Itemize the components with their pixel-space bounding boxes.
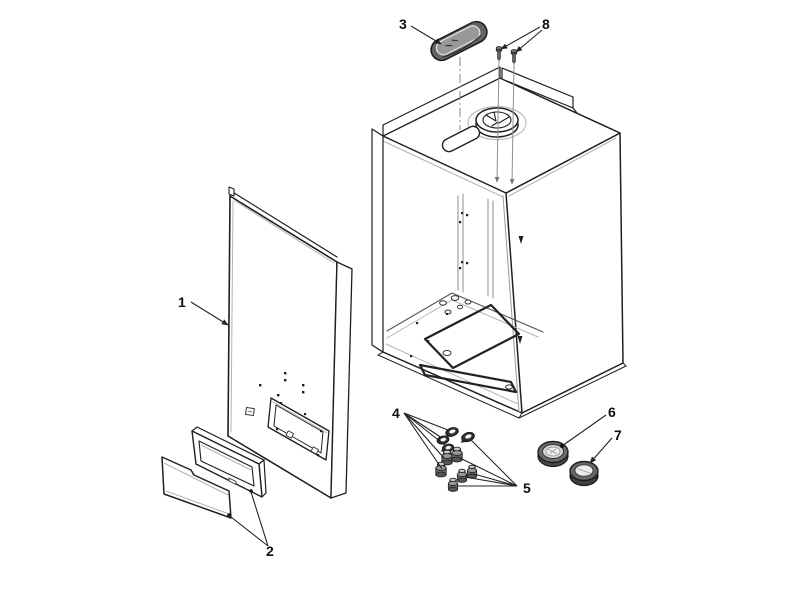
- front-panel-side-return: [330, 261, 353, 499]
- control-flap: [161, 456, 232, 519]
- screw-icon: [495, 46, 503, 62]
- grommet-ring-7: [569, 460, 599, 487]
- back-panel-bend-lines: [457, 193, 494, 299]
- rating-label: [244, 406, 255, 417]
- callout-label-8: 8: [542, 16, 550, 32]
- front-panel-hole-dots: [259, 372, 305, 397]
- grommet-ring-6: [537, 440, 569, 468]
- callout-label-4: 4: [392, 405, 400, 421]
- flue-slot: [441, 125, 481, 153]
- casing-cabinet: [371, 66, 627, 419]
- top-back-left-flange: [382, 66, 501, 137]
- base-platform-upper: [423, 303, 521, 370]
- base-screw-dots: [410, 313, 448, 358]
- assembly-arrow-icon: [517, 236, 524, 344]
- base-pipe-holes: [439, 295, 472, 315]
- callout-label-5: 5: [523, 480, 531, 496]
- flue-cap: [430, 20, 488, 62]
- callout-label-1: 1: [178, 294, 186, 310]
- callout-label-6: 6: [608, 404, 616, 420]
- front-panel: [227, 186, 353, 499]
- leader-lines: [190, 25, 613, 547]
- flue-collar: [467, 105, 527, 141]
- callout-label-3: 3: [399, 16, 407, 32]
- callout-label-7: 7: [614, 427, 622, 443]
- screw-icon: [510, 49, 518, 65]
- control-bezel: [191, 426, 267, 498]
- screws: [495, 46, 518, 65]
- bushings: [435, 446, 478, 492]
- back-panel-hole-dots: [459, 212, 469, 270]
- grommets: [436, 427, 475, 453]
- cabinet-left-edge: [371, 128, 384, 353]
- control-flap-face: [161, 456, 232, 519]
- base-platform-lower: [418, 363, 518, 394]
- control-bezel-opening: [198, 440, 255, 487]
- display-cutout: [267, 397, 330, 461]
- front-panel-top-tab: [228, 186, 235, 197]
- callout-label-2: 2: [266, 543, 274, 559]
- projection-lines: [459, 57, 515, 185]
- top-back-right-flange: [501, 67, 574, 109]
